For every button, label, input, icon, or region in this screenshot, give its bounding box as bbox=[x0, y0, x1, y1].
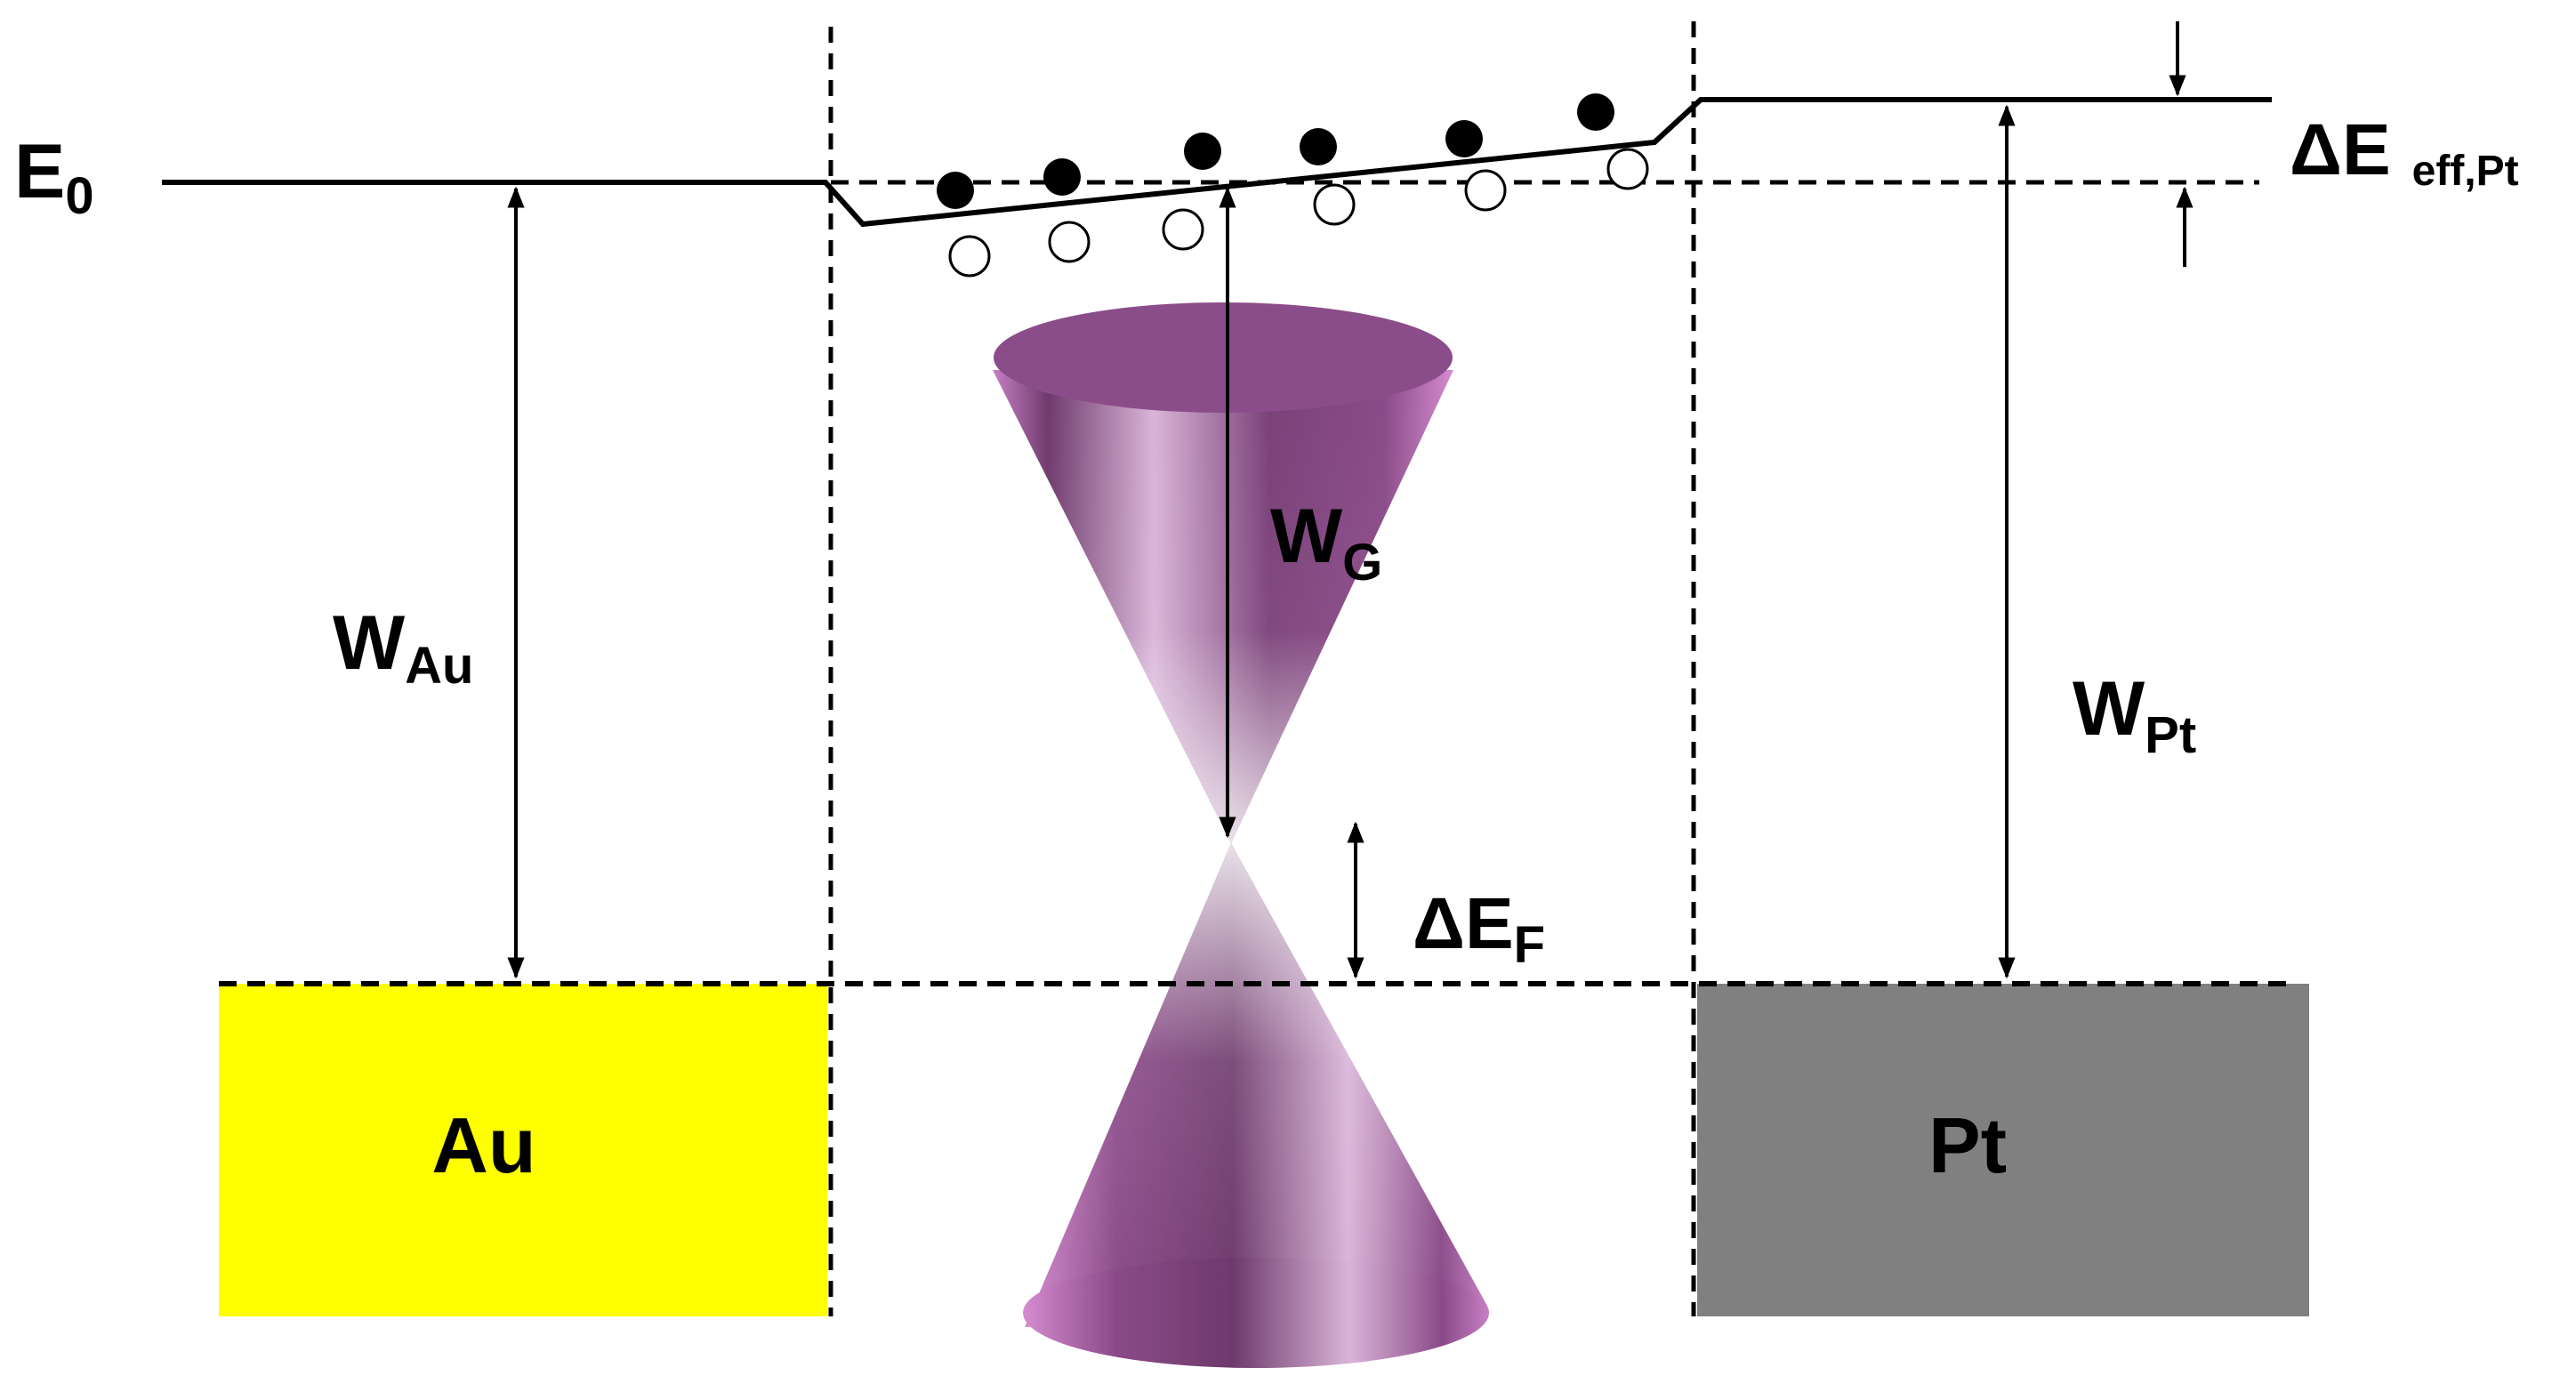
dirac-cone-upper-rim bbox=[994, 302, 1453, 413]
electron-dot bbox=[1184, 133, 1221, 170]
hole-circle bbox=[1464, 169, 1507, 212]
delta-ef-label: ΔEF bbox=[1413, 883, 1545, 974]
hole-circle bbox=[948, 235, 991, 278]
dirac-cone-lower-rim bbox=[1023, 1258, 1489, 1368]
hole-circle bbox=[1313, 183, 1356, 226]
w-pt-label: WPt bbox=[2073, 666, 2196, 764]
pt-block bbox=[1697, 984, 2309, 1316]
dirac-cone bbox=[993, 302, 1489, 1368]
electron-dot bbox=[1300, 128, 1337, 165]
electron-dot bbox=[937, 172, 974, 209]
w-au-label: WAu bbox=[333, 600, 474, 695]
pt-block-label: Pt bbox=[1928, 1101, 2007, 1189]
electron-dot bbox=[1445, 120, 1483, 157]
hole-circle bbox=[1048, 221, 1091, 263]
w-g-label: WG bbox=[1270, 494, 1382, 591]
holes bbox=[948, 148, 1649, 278]
hole-circle bbox=[1162, 208, 1204, 251]
au-block bbox=[219, 984, 827, 1316]
hole-circle bbox=[1606, 148, 1649, 190]
vacuum-level-line bbox=[162, 97, 2272, 228]
electrons bbox=[937, 93, 1614, 209]
electron-dot bbox=[1577, 93, 1614, 131]
electron-dot bbox=[1043, 158, 1081, 196]
au-block-label: Au bbox=[431, 1101, 535, 1189]
e0-label: E0 bbox=[14, 129, 94, 225]
